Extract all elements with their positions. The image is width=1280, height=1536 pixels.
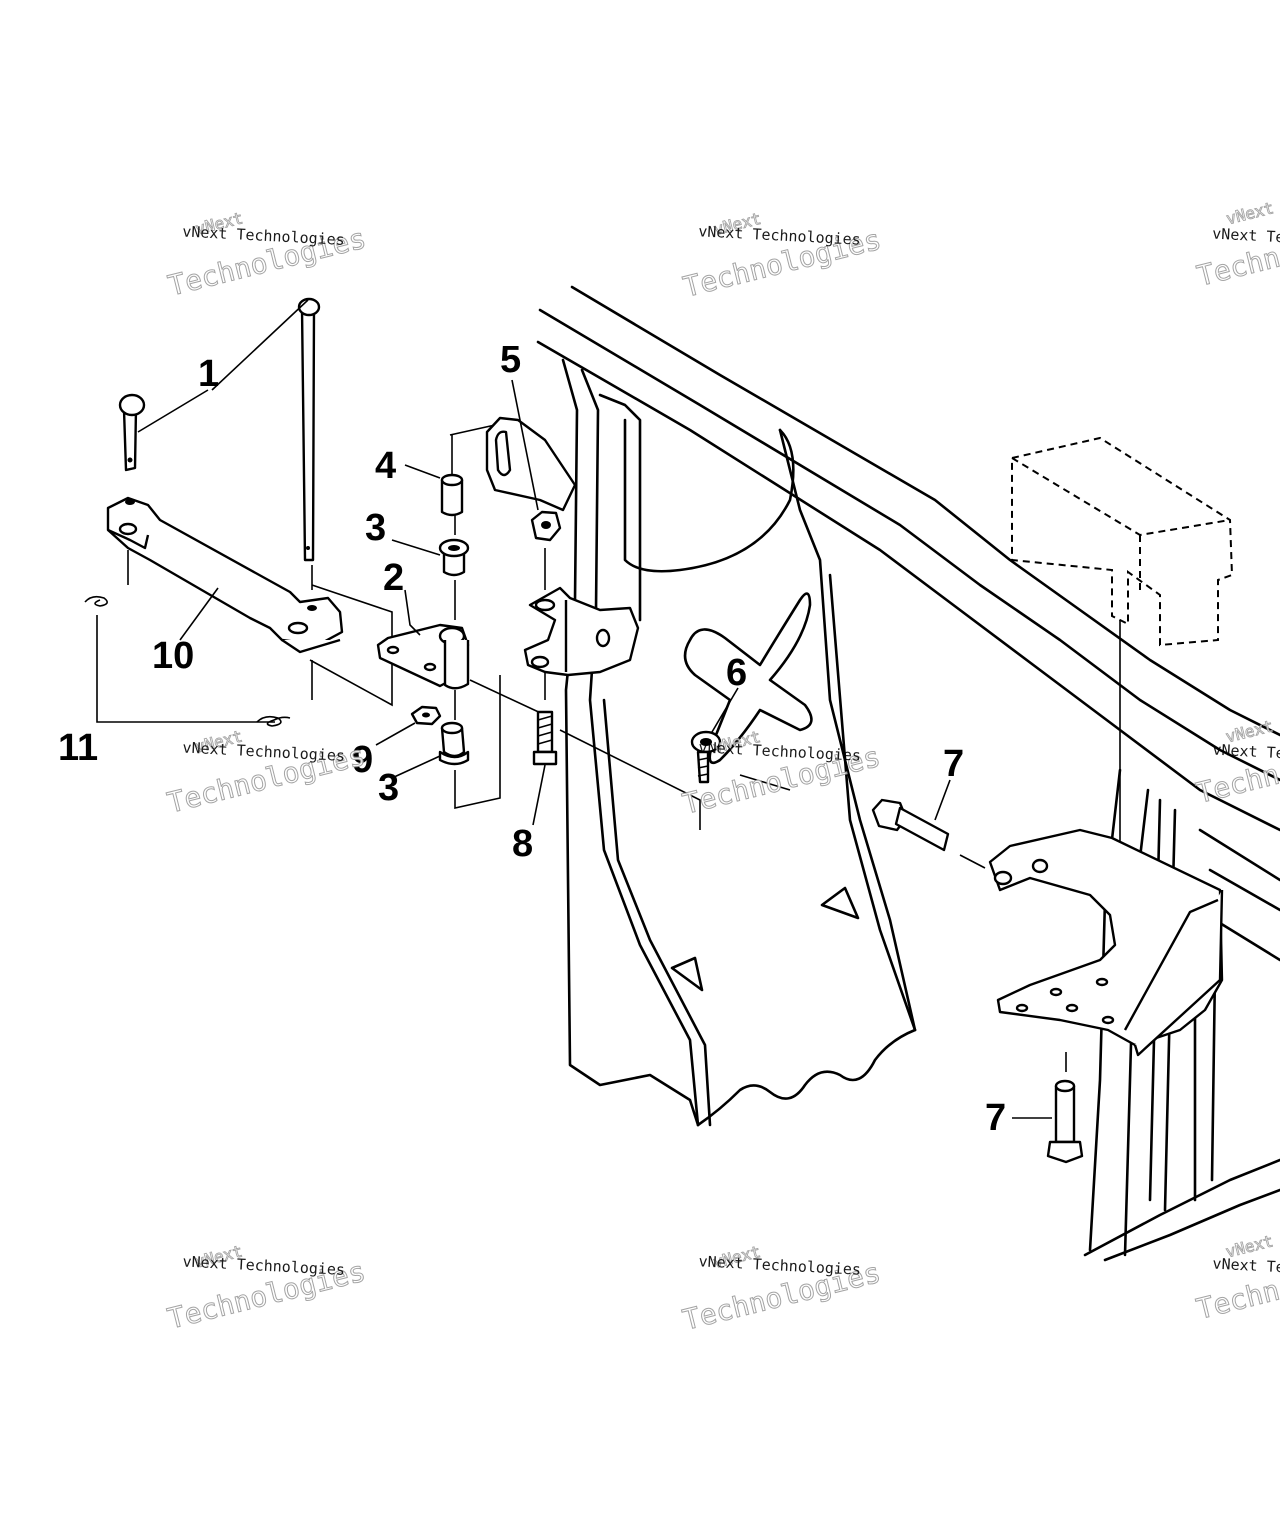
bolt-upper-part-7 — [871, 798, 950, 852]
bushing-lower-part-3 — [438, 721, 470, 766]
svg-text:vNext Technologies: vNext Technologies — [182, 1252, 345, 1278]
svg-text:vNext Technologies: vNext Technologies — [698, 222, 861, 248]
bolt-lower-part-7 — [1046, 1079, 1084, 1164]
callout-11: 11 — [58, 727, 98, 769]
svg-text:vNext Technologies: vNext Technologies — [182, 738, 345, 764]
callout-7-upper: 7 — [943, 743, 964, 785]
clevis-pins-part-1 — [118, 297, 321, 562]
link-rod-part-10 — [106, 496, 344, 654]
callout-3-upper: 3 — [365, 507, 386, 549]
watermark: vNext Technologies vNext Technologies vN… — [164, 198, 1280, 1337]
callout-8: 8 — [512, 823, 533, 865]
svg-text:vNext Technologies: vNext Technologies — [698, 1252, 861, 1278]
bushing-upper-part-3 — [438, 538, 470, 577]
hinge-plate-part-5 — [485, 416, 640, 677]
callout-1: 1 — [198, 353, 219, 395]
bracket-part-2 — [376, 623, 470, 690]
svg-text:vNext Technologies: vNext Technologies — [698, 738, 861, 764]
frame-structure — [536, 285, 1280, 1262]
nut-part-9 — [410, 705, 442, 726]
lock-nut — [530, 510, 562, 542]
mounting-bracket — [988, 828, 1224, 1057]
callout-10: 10 — [152, 635, 194, 677]
callout-3-lower: 3 — [378, 767, 399, 809]
callout-6: 6 — [726, 652, 747, 694]
spacer-part-4 — [440, 473, 464, 517]
guide-lines — [127, 424, 1121, 1072]
svg-text:vNext: vNext — [1224, 198, 1275, 228]
callout-7-lower: 7 — [985, 1097, 1006, 1139]
callout-labels: 1 2 3 3 4 5 6 7 7 8 9 10 11 — [58, 339, 1006, 1139]
leader-lines — [96, 299, 1052, 1119]
callout-4: 4 — [375, 445, 396, 487]
screw-part-8 — [532, 710, 558, 766]
dashed-reference-box — [1011, 436, 1234, 647]
hair-pin-clips-part-11 — [84, 595, 291, 727]
callout-2: 2 — [383, 557, 404, 599]
callout-9: 9 — [352, 739, 373, 781]
eye-bolt-part-6 — [690, 730, 722, 784]
callout-5: 5 — [500, 339, 521, 381]
